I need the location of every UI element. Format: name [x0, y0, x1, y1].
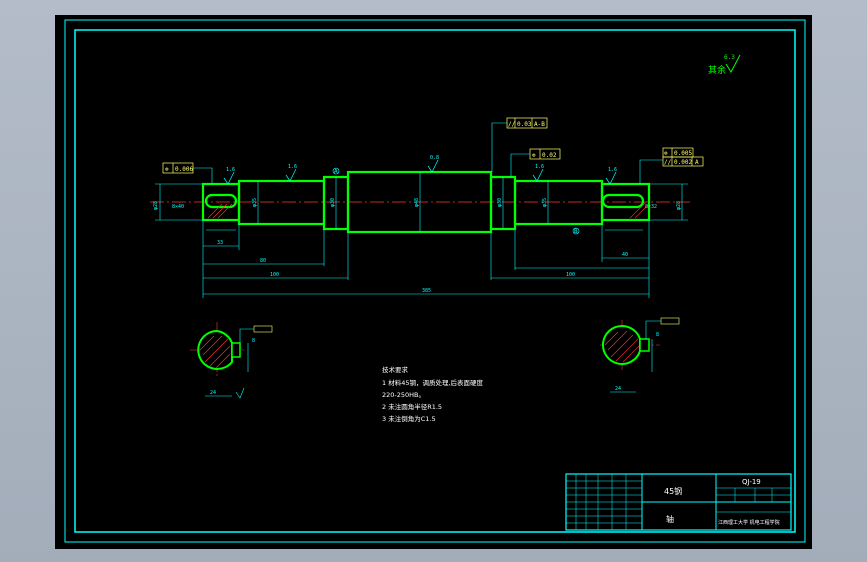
dim-left-long: 100	[270, 272, 279, 278]
dim-right-shaft-dia: φ35	[542, 198, 548, 207]
left-end-hatch	[207, 203, 233, 219]
tol-left-value: 0.006	[175, 166, 193, 173]
tol-right-1-value: 0.005	[674, 150, 692, 157]
section-right-depth: 24	[615, 386, 621, 392]
tolerance-frame-top-center: // 0.03 A-B	[491, 117, 548, 172]
surface-finish-values: 1.6 1.6 0.8 1.6 1.6	[226, 155, 617, 173]
dim-right-short: 40	[622, 252, 628, 258]
section-view-right: 24 8	[600, 317, 680, 393]
tech-req-line-2: 220-250HB。	[382, 391, 425, 399]
finish-mark-3: 0.8	[430, 155, 439, 161]
tol-top-center-value: 0.03	[517, 121, 532, 128]
datum-label-a: A	[334, 168, 338, 175]
title-material: 45钢	[664, 486, 682, 496]
finish-mark-4: 1.6	[535, 164, 544, 170]
tol-top-center-symbol: //	[508, 121, 516, 128]
tech-requirements: 技术要求 1 材料45钢，调质处理,后表面硬度 220-250HB。 2 未注圆…	[382, 365, 484, 423]
tol-right-2-datum: A	[695, 159, 699, 166]
tol-top-center-datum: A-B	[534, 121, 545, 128]
drawing-sheet	[55, 15, 812, 549]
tol-left-symbol: ⊚	[165, 166, 169, 173]
dim-center-dia: φ48	[414, 198, 420, 207]
title-part-name: 轴	[666, 514, 674, 524]
outer-frame	[64, 19, 806, 543]
title-organization: 江西理工大学 机电工程学院	[718, 519, 780, 526]
roughness-note: 其余 6.3	[708, 54, 741, 76]
dim-right-journal-dia: φ30	[497, 198, 503, 207]
tol-mid-right-symbol: ⊚	[532, 152, 536, 159]
left-keyway	[204, 193, 238, 209]
dim-keyway-left: 8×40	[172, 204, 184, 210]
finish-mark-2: 1.6	[288, 164, 297, 170]
dim-left-short: 33	[217, 240, 223, 246]
dim-left-end-dia: φ28	[153, 201, 159, 210]
dim-left-journal-dia: φ30	[330, 198, 336, 207]
section-left-depth: 24	[210, 390, 216, 396]
datum-markers: A B	[332, 167, 580, 235]
finish-mark-5: 1.6	[608, 167, 617, 173]
tech-req-line-3: 2 未注圆角半径R1.5	[382, 402, 442, 411]
roughness-note-value: 6.3	[724, 54, 735, 61]
tech-req-line-4: 3 未注倒角为C1.5	[382, 414, 436, 423]
tech-req-title: 技术要求	[382, 365, 409, 374]
tol-right-2-symbol: //	[664, 159, 672, 166]
tol-mid-right-value: 0.02	[542, 152, 557, 159]
tech-req-line-1: 1 材料45钢，调质处理,后表面硬度	[382, 378, 484, 387]
length-dims	[202, 220, 650, 298]
roughness-symbol	[725, 54, 741, 74]
section-left-width: 8	[252, 338, 255, 344]
diameter-dims	[155, 172, 688, 232]
tolerance-frame-left: ⊚ 0.006	[162, 162, 213, 184]
right-end-hatch	[629, 202, 649, 219]
dim-keyway-right: 8×32	[645, 204, 657, 210]
length-labels: 33 80 100 40 100 385 8×40 8×32	[172, 204, 657, 294]
tol-right-1-symbol: ⊚	[664, 150, 668, 157]
dim-right-long: 100	[566, 272, 575, 278]
title-drawing-no: QJ-19	[742, 478, 761, 486]
section-right-width: 8	[656, 332, 659, 338]
title-block: 45钢 QJ-19 轴 江西理工大学 机电工程学院	[565, 473, 792, 531]
finish-mark-1: 1.6	[226, 167, 235, 173]
roughness-note-text: 其余	[708, 64, 726, 76]
tolerance-frame-mid-right: ⊚ 0.02	[510, 148, 561, 177]
section-view-left: 8 24	[190, 322, 273, 399]
dim-left-mid: 80	[260, 258, 266, 264]
datum-label-b: B	[574, 228, 578, 235]
surface-finish-marks	[223, 159, 617, 185]
inner-border	[74, 29, 796, 533]
dim-total-length: 385	[422, 288, 431, 294]
tolerance-frames-right: ⊚ 0.005 // 0.002 A	[639, 147, 704, 184]
right-keyway	[601, 193, 645, 209]
tol-right-2-value: 0.002	[674, 159, 692, 166]
dim-left-shaft-dia: φ35	[252, 198, 258, 207]
diameter-labels: φ28 φ35 φ30 φ48 φ30 φ35 φ28	[153, 198, 682, 210]
dim-right-end-dia: φ28	[676, 201, 682, 210]
